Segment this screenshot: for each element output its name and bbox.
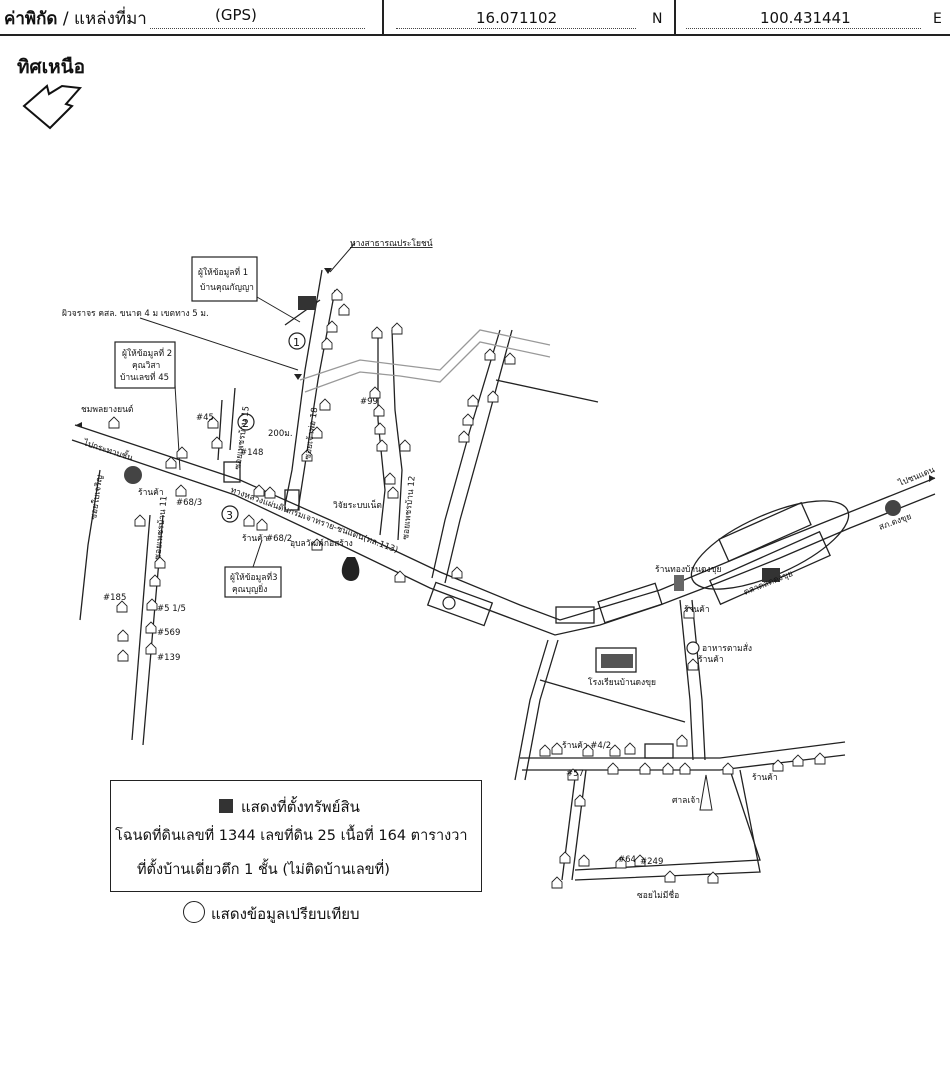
shop-icon	[674, 575, 684, 591]
source-value: (GPS)	[215, 6, 257, 24]
legend-asset-location: แสดงที่ตั้งทรัพย์สิน	[241, 798, 360, 816]
longitude-value: 100.431441	[760, 9, 851, 27]
label-h139: #139	[157, 653, 180, 663]
label-soi-3: ซอยใบเจริญ	[88, 474, 105, 520]
label-shop-2: ร้านค้า	[242, 533, 268, 544]
legend-deed: โฉนดที่ดินเลขที่ 1344 เลขที่ดิน 25 เนื้อ…	[115, 828, 468, 844]
gas-station-icon	[341, 557, 360, 581]
latitude-dir: N	[652, 11, 663, 27]
legend-building: ที่ตั้งบ้านเดี่ยวตึก 1 ชั้น (ไม่ติดบ้านเ…	[137, 862, 390, 878]
highway-north-edge	[74, 424, 936, 621]
label-informant-1-name: บ้านคุณกัญญา	[200, 282, 254, 293]
label-shop-5: ร้านค้า	[698, 654, 724, 665]
label-h5-1-5: #5 1/5	[157, 604, 186, 614]
label-h185: #185	[103, 593, 126, 603]
label-public-road: ทางสาธารณประโยชน์	[350, 238, 433, 249]
label-gold-shop: ร้านทองบ้านดงขุย	[655, 564, 721, 575]
label-shop-4: ร้านค้า #4/2	[562, 740, 611, 751]
label-school: โรงเรียนบ้านดงขุย	[588, 677, 656, 688]
label-gas: อุบลวัฒค์ก่อสร้าง	[290, 538, 353, 549]
label-informant-2-house: บ้านเลขที่ 45	[120, 371, 169, 383]
legend-comparison: แสดงข้อมูลเปรียบเทียบ	[211, 905, 360, 923]
label-informant-1: ผู้ให้ข้อมูลที่ 1	[198, 266, 248, 278]
dotted-line	[396, 28, 636, 29]
label-distance: 200ม.	[268, 429, 293, 439]
label-h99: #99	[360, 397, 378, 407]
label-h249: #249	[640, 857, 663, 867]
label-to-pho-prathap: ไปกระทาบชั้น	[81, 436, 135, 464]
label-soi-5: ซอยเพชรบ้าน 15	[232, 405, 252, 470]
coord-label: ค่าพิกัด / แหล่งที่มา	[4, 9, 147, 29]
label-soi-4: ซอยเพชรบ้าน 11	[152, 495, 170, 560]
latitude-cell: 16.071102 N	[384, 0, 676, 34]
label-rubber-shop: ชมพลยางยนต์	[81, 404, 133, 415]
label-road-surface: ผิวจราจร คสล. ขนาด 4 ม เขตทาง 5 ม.	[62, 309, 209, 319]
dotted-line	[150, 28, 365, 29]
label-shop-6: ร้านค้า	[752, 772, 778, 783]
latitude-value: 16.071102	[476, 9, 558, 27]
label-h569: #569	[157, 628, 180, 638]
label-food: อาหารตามสั่ง	[702, 642, 752, 654]
road-north-1b	[297, 289, 336, 511]
parking-icon	[124, 466, 142, 484]
house-icons	[108, 288, 826, 889]
dotted-line	[686, 28, 921, 29]
legend-box: แสดงที่ตั้งทรัพย์สิน โฉนดที่ดินเลขที่ 13…	[110, 780, 482, 892]
label-soi-2: ซอยเพชรบ้าน 12	[400, 475, 418, 540]
police-icon	[885, 500, 901, 516]
label-h57: #57	[566, 769, 584, 779]
comparison-circle-icon	[183, 901, 205, 923]
label-h45: #45	[196, 413, 214, 423]
label-shop-3: ร้านค้า	[684, 604, 710, 615]
label-alley: ซอยไม่มีชื่อ	[637, 889, 679, 901]
label-informant-3-name: คุณบุญยิ่ง	[232, 583, 267, 595]
label-temple: ศาลเจ้า	[672, 795, 700, 806]
label-water: วิจัยระบบเน็ต	[333, 499, 382, 511]
marker-3: 3	[226, 509, 233, 522]
label-h148: #148	[240, 448, 263, 458]
longitude-dir: E	[933, 11, 942, 27]
temple-icon	[699, 774, 713, 811]
label-informant-2: ผู้ให้ข้อมูลที่ 2	[122, 347, 172, 359]
header-bar: ค่าพิกัด / แหล่งที่มา (GPS) 16.071102 N …	[0, 0, 950, 36]
label-shop-1: ร้านค้า	[138, 487, 164, 498]
label-h68-2: #68/2	[266, 534, 292, 544]
label-h68-3: #68/3	[176, 498, 202, 508]
highway-south-edge	[71, 439, 936, 636]
longitude-cell: 100.431441 E	[676, 0, 950, 34]
road-north-1a	[284, 269, 323, 506]
label-informant-2-name: คุณวิสา	[132, 361, 160, 371]
market-icon	[762, 568, 780, 582]
north-label: ทิศเหนือ	[17, 56, 86, 78]
north-arrow-icon	[22, 84, 83, 130]
school-icon	[601, 654, 633, 668]
marker-1: 1	[293, 336, 300, 349]
asset-square-icon	[219, 799, 233, 813]
coord-label-cell: ค่าพิกัด / แหล่งที่มา (GPS)	[0, 0, 384, 34]
asset-marker	[298, 296, 316, 310]
label-h64: #64	[618, 855, 636, 865]
label-informant-3: ผู้ให้ข้อมูลที่3	[230, 571, 277, 583]
marker-2: 2	[242, 417, 249, 430]
